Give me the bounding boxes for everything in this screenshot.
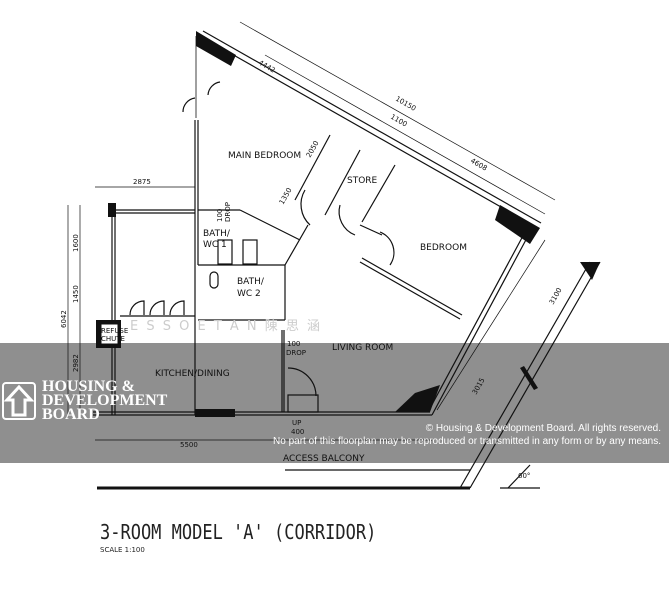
room-kitchen: KITCHEN/DINING	[155, 369, 230, 379]
svg-text:400: 400	[291, 428, 304, 436]
svg-text:4608: 4608	[469, 157, 488, 173]
walls	[67, 21, 601, 490]
svg-text:1350: 1350	[278, 187, 294, 206]
room-store: STORE	[347, 176, 378, 186]
svg-text:10150: 10150	[394, 95, 417, 113]
logo-line3: BOARD	[42, 406, 100, 423]
hdb-logo: HOUSING & DEVELOPMENT BOARD	[2, 378, 168, 423]
svg-text:3100: 3100	[548, 287, 564, 306]
svg-text:4442: 4442	[257, 59, 276, 75]
svg-text:DROP: DROP	[286, 349, 306, 357]
room-main-bedroom: MAIN BEDROOM	[228, 151, 301, 161]
svg-text:DROP: DROP	[224, 202, 232, 222]
access-balcony: ACCESS BALCONY	[283, 454, 365, 464]
room-bath2-b: WC 2	[237, 289, 261, 299]
svg-text:3015: 3015	[471, 377, 487, 396]
logo-line2: DEVELOPMENT	[42, 392, 168, 409]
room-bath2: BATH/	[237, 277, 265, 287]
room-bath1: BATH/	[203, 229, 231, 239]
plan-title: 3-ROOM MODEL 'A' (CORRIDOR)	[100, 520, 377, 544]
svg-text:100: 100	[287, 340, 300, 348]
copyright-text: © Housing & Development Board. All right…	[425, 423, 661, 434]
svg-text:5500: 5500	[180, 441, 198, 449]
svg-text:6042: 6042	[60, 310, 68, 328]
svg-text:1600: 1600	[72, 234, 80, 252]
refuse-chute	[100, 323, 119, 345]
plan-scale: SCALE 1:100	[100, 546, 145, 554]
refuse-label-b: CHUTE	[101, 335, 125, 343]
faint-watermark: E S S O E T A N 陳 思 涵	[130, 319, 322, 334]
logo-line1: HOUSING &	[42, 378, 135, 395]
svg-text:100: 100	[216, 209, 224, 222]
house-arrow-icon	[2, 382, 36, 420]
room-bath1-b: WC 1	[203, 240, 227, 250]
svg-text:2982: 2982	[72, 354, 80, 372]
room-living: LIVING ROOM	[332, 343, 393, 353]
room-bedroom: BEDROOM	[420, 243, 467, 253]
columns	[96, 31, 600, 417]
svg-text:1450: 1450	[72, 285, 80, 303]
reproduction-notice: No part of this floorplan may be reprodu…	[273, 436, 661, 447]
svg-text:60°: 60°	[518, 472, 530, 480]
svg-text:2875: 2875	[133, 178, 151, 186]
refuse-label: REFUSE	[101, 327, 128, 335]
svg-text:UP: UP	[292, 419, 301, 427]
